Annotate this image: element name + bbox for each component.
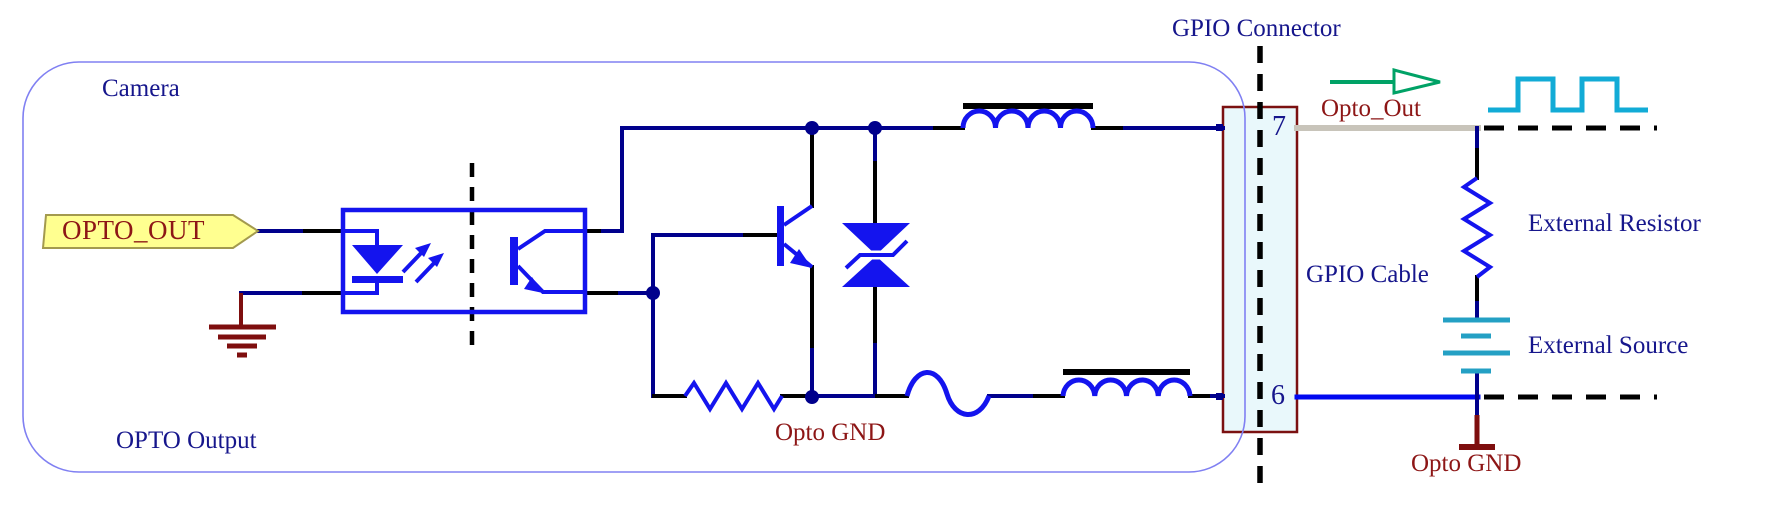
external-resistor-icon	[1460, 176, 1494, 279]
external-ground-label: Opto GND	[1411, 450, 1522, 477]
gpio-connector-label: GPIO Connector	[1172, 15, 1341, 42]
pin-7-number: 7	[1272, 111, 1286, 142]
optocoupler-icon	[340, 207, 588, 315]
opto-out-signal-label: Opto_Out	[1321, 95, 1421, 122]
top-inductor-icon	[960, 103, 1096, 129]
light-arrows-icon	[401, 243, 444, 284]
square-wave-icon	[1488, 76, 1648, 113]
external-source-label: External Source	[1528, 332, 1689, 359]
npn-transistor-icon	[777, 204, 814, 269]
external-resistor-label: External Resistor	[1528, 210, 1701, 237]
dashed-lines	[469, 46, 1657, 494]
led-icon	[352, 245, 403, 274]
gpio-cable-label: GPIO Cable	[1306, 261, 1429, 288]
opto-output-label: OPTO Output	[116, 427, 257, 454]
battery-icon	[1443, 317, 1510, 374]
bottom-inductor-icon	[1060, 369, 1193, 397]
port-flag	[41, 214, 260, 249]
internal-ground-label: Opto GND	[775, 419, 886, 446]
wires	[239, 125, 1481, 417]
internal-resistor-icon	[683, 379, 784, 413]
phototransistor-icon	[510, 229, 585, 294]
junction-dots	[646, 121, 1223, 404]
tvs-diode-icon	[842, 223, 911, 287]
camera-boundary-box	[22, 61, 1246, 473]
port-label: OPTO_OUT	[62, 215, 206, 245]
signal-arrow-icon	[1330, 68, 1441, 95]
wire-squiggle	[904, 370, 992, 417]
camera-label: Camera	[102, 75, 180, 102]
external-ground-icon	[1459, 415, 1495, 450]
ground-icon	[209, 293, 276, 358]
pin-6-number: 6	[1271, 380, 1285, 411]
